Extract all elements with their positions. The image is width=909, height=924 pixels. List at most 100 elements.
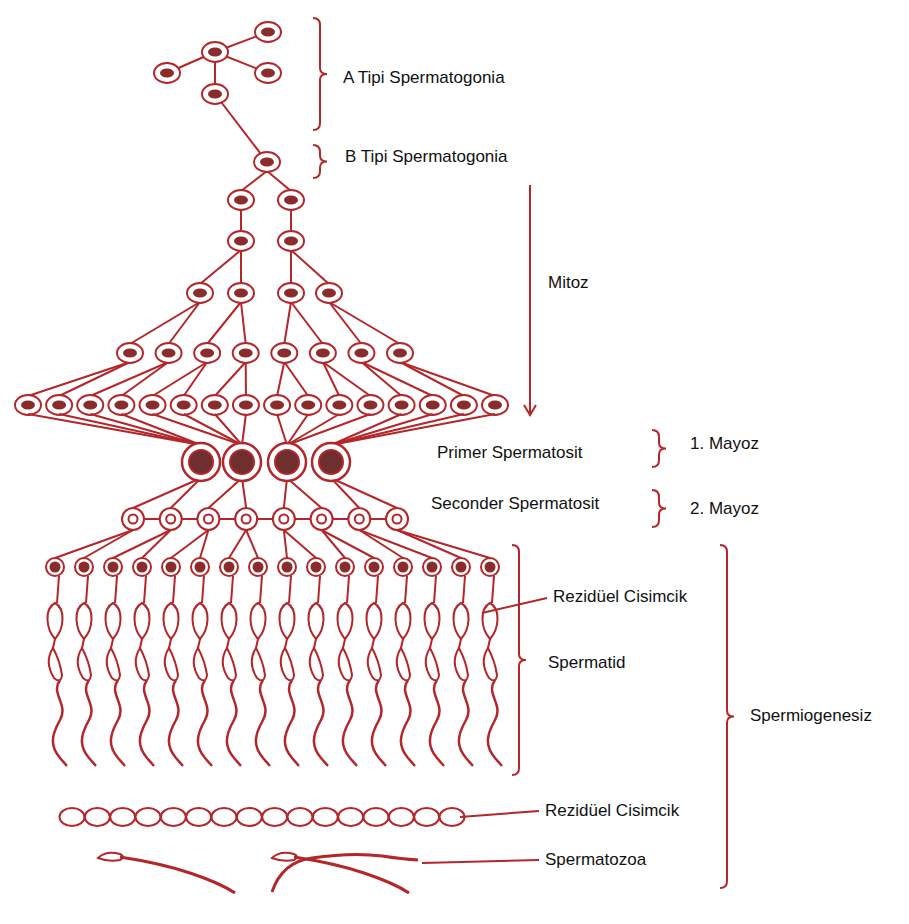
residual-body — [313, 808, 338, 826]
spermatogonium-cell — [387, 343, 413, 363]
link-line — [246, 530, 258, 558]
spermatogonium-cell — [228, 283, 254, 303]
elongating-spermatid — [105, 603, 120, 639]
spermatogonium-cell — [233, 343, 259, 363]
stage-label: Primer Spermatosit — [437, 443, 582, 463]
secondary-spermatocyte — [386, 508, 408, 530]
spermatid-tail — [343, 680, 357, 766]
spermatogonium-cell — [228, 190, 254, 210]
link-line — [463, 576, 465, 603]
stage-label: A Tipi Spermatogonia — [343, 68, 505, 88]
spermatogonium-cell — [310, 343, 336, 363]
residual-body — [60, 808, 85, 826]
elongating-spermatid — [192, 603, 207, 639]
cell-nucleus — [146, 401, 160, 410]
link-line — [153, 414, 242, 445]
spermatid-head — [339, 648, 352, 680]
cell-nucleus — [393, 349, 407, 358]
stage-label: Seconder Spermatosit — [431, 494, 599, 514]
spermatid-head — [252, 648, 265, 680]
cell-nucleus — [242, 515, 251, 524]
bracket — [512, 545, 526, 775]
elongating-spermatid — [221, 603, 236, 639]
link-line — [86, 576, 88, 603]
spermatogonium-cell — [187, 283, 213, 303]
spermatid-head — [165, 648, 178, 680]
spermatogonium-cell — [202, 395, 228, 415]
cell-nucleus — [488, 401, 502, 410]
link-line — [202, 576, 204, 603]
cell-nucleus — [239, 401, 253, 410]
link-line — [57, 576, 59, 603]
link-line — [400, 362, 464, 396]
elongating-spermatid — [134, 603, 149, 639]
secondary-spermatocyte — [235, 508, 257, 530]
cell-nucleus — [50, 562, 61, 573]
leader-line — [422, 860, 539, 863]
spermatid-head — [397, 648, 410, 680]
stage-label: Spermatid — [548, 653, 625, 673]
spermatid-tail — [459, 680, 473, 766]
spermatogonium-cell — [202, 84, 228, 104]
link-line — [290, 250, 292, 284]
cell-nucleus — [129, 515, 138, 524]
sperm-tail — [272, 854, 418, 892]
link-line — [171, 478, 201, 508]
link-line — [241, 302, 246, 344]
cell-nucleus — [208, 90, 222, 99]
link-line — [347, 576, 349, 603]
spermatogonium-cell — [451, 395, 477, 415]
residual-body — [212, 808, 237, 826]
link-line — [284, 530, 316, 558]
spermatid-tail — [82, 680, 96, 766]
secondary-spermatocyte — [311, 508, 333, 530]
link-line — [322, 530, 345, 558]
spermatogonium-cell — [156, 343, 182, 363]
spermatid-tail — [430, 680, 444, 766]
elongating-spermatid — [47, 603, 62, 639]
link-line — [142, 530, 171, 558]
link-line — [290, 209, 292, 232]
spermatogonium-cell — [108, 395, 134, 415]
link-line — [121, 414, 201, 445]
spermatogonium-cell — [46, 395, 72, 415]
link-line — [215, 362, 246, 396]
residual-body — [364, 808, 389, 826]
spermatogonium-cell — [326, 395, 352, 415]
link-line — [84, 530, 133, 558]
spermatid-tail — [488, 680, 502, 766]
spermatid-cell — [481, 558, 499, 576]
cell-nucleus — [275, 450, 299, 474]
spermatogonium-cell — [278, 231, 304, 251]
link-line — [331, 414, 495, 445]
cell-nucleus — [311, 562, 322, 573]
cell-nucleus — [393, 515, 402, 524]
spermatogonium-cell — [420, 395, 446, 415]
cell-nucleus — [234, 289, 248, 298]
link-line — [113, 530, 171, 558]
link-line — [284, 478, 287, 508]
elongating-spermatid — [366, 603, 381, 639]
spermatid-tail — [140, 680, 154, 766]
bracket — [720, 545, 734, 888]
link-line — [331, 478, 397, 508]
link-line — [242, 414, 246, 445]
residual-body — [110, 808, 135, 826]
cell-nucleus — [355, 515, 364, 524]
residual-body — [237, 808, 262, 826]
spermatogonium-cell — [255, 63, 281, 83]
spermatid-head — [194, 648, 207, 680]
spermatid-tail — [401, 680, 415, 766]
cell-nucleus — [354, 349, 368, 358]
cell-nucleus — [234, 237, 248, 246]
link-line — [130, 302, 200, 344]
spermatid-tail — [198, 680, 212, 766]
leader-line — [482, 598, 547, 613]
link-line — [331, 414, 402, 445]
sperm-head — [98, 853, 123, 861]
spermatid-tail — [372, 680, 386, 766]
spermatogonium-cell — [194, 343, 220, 363]
link-line — [289, 576, 291, 603]
link-line — [291, 250, 329, 284]
